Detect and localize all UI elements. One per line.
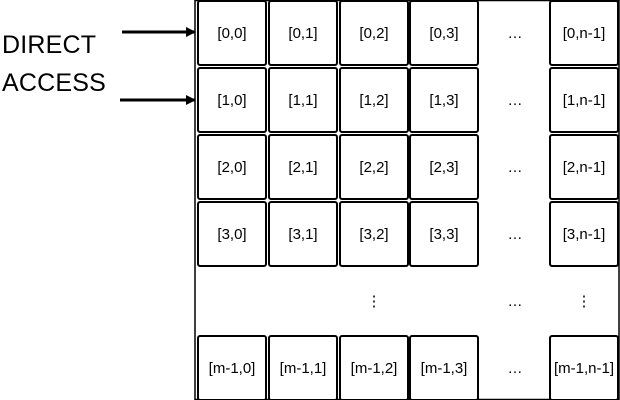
array-cell: [m-1,1] [268,335,338,400]
cell-index-label: [1,3] [429,92,458,109]
array-cell: [0,0] [197,0,267,66]
array-cell: [2,n-1] [549,134,619,200]
array-cell: [1,1] [268,67,338,133]
cell-index-label: [m-1,3] [421,360,468,377]
cell-index-label: [2,3] [429,159,458,176]
array-cell: [m-1,3] [409,335,479,400]
cell-index-label: [1,0] [217,92,246,109]
array-cell: [0,n-1] [549,0,619,66]
cell-index-label: [2,2] [359,159,388,176]
cell-index-label: [3,3] [429,226,458,243]
array-cell: [m-1,2] [339,335,409,400]
array-cell: [3,0] [197,201,267,267]
cell-index-label: [0,3] [429,25,458,42]
direct-label: DIRECT [2,31,97,59]
cell-index-label: [3,0] [217,226,246,243]
cell-index-label: [3,2] [359,226,388,243]
array-cell: [3,1] [268,201,338,267]
ellipsis-horizontal: … [508,360,523,377]
array-cell: [3,n-1] [549,201,619,267]
array-cell: [1,n-1] [549,67,619,133]
cell-index-label: [0,1] [288,25,317,42]
ellipsis-horizontal: … [508,92,523,109]
cell-index-label: [2,0] [217,159,246,176]
array-cell: [1,2] [339,67,409,133]
cell-index-label: [1,2] [359,92,388,109]
cell-index-label: [1,n-1] [563,92,606,109]
access-label: ACCESS [2,69,107,97]
ellipsis-horizontal: … [508,25,523,42]
ellipsis-horizontal: … [508,226,523,243]
cell-index-label: [m-1,0] [209,360,256,377]
cell-index-label: [m-1,n-1] [554,360,614,377]
cell-index-label: [0,0] [217,25,246,42]
array-cell: [2,2] [339,134,409,200]
ellipsis-vertical: ⋮ [367,293,382,310]
cell-index-label: [1,1] [288,92,317,109]
cell-index-label: [3,1] [288,226,317,243]
cell-index-label: [3,n-1] [563,226,606,243]
ellipsis-vertical: ⋮ [577,293,592,310]
array-cell: [2,0] [197,134,267,200]
cell-index-label: [m-1,2] [351,360,398,377]
array-cell: [0,2] [339,0,409,66]
array-cell: [1,3] [409,67,479,133]
cell-index-label: [0,n-1] [563,25,606,42]
array-cell: [0,1] [268,0,338,66]
cell-index-label: [2,1] [288,159,317,176]
array-cell: [2,3] [409,134,479,200]
ellipsis-horizontal: … [508,159,523,176]
array-cell: [1,0] [197,67,267,133]
ellipsis-horizontal: … [508,293,523,310]
array-cell: [3,2] [339,201,409,267]
array-cell: [m-1,0] [197,335,267,400]
cell-index-label: [0,2] [359,25,388,42]
array-cell: [2,1] [268,134,338,200]
cell-index-label: [m-1,1] [280,360,327,377]
array-cell: [0,3] [409,0,479,66]
cell-index-label: [2,n-1] [563,159,606,176]
array-cell: [3,3] [409,201,479,267]
array-cell: [m-1,n-1] [549,335,619,400]
